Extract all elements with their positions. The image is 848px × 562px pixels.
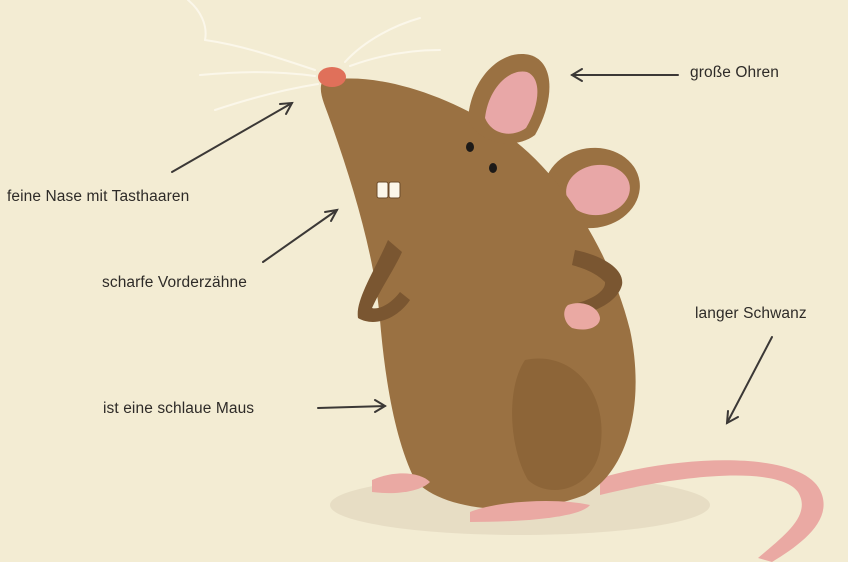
- nose: [318, 67, 346, 87]
- eye-right: [489, 163, 497, 173]
- arrow-tail: [727, 337, 772, 423]
- arrow-nose: [172, 103, 292, 172]
- arrow-teeth: [263, 210, 337, 262]
- arrow-mouse: [318, 406, 385, 408]
- eye-left: [466, 142, 474, 152]
- label-teeth: scharfe Vorderzähne: [102, 274, 247, 292]
- label-nose: feine Nase mit Tasthaaren: [7, 188, 189, 206]
- front-ear: [468, 54, 549, 143]
- label-mouse: ist eine schlaue Maus: [103, 400, 254, 418]
- label-tail: langer Schwanz: [695, 305, 807, 323]
- label-ears: große Ohren: [690, 64, 779, 82]
- front-teeth: [377, 182, 400, 198]
